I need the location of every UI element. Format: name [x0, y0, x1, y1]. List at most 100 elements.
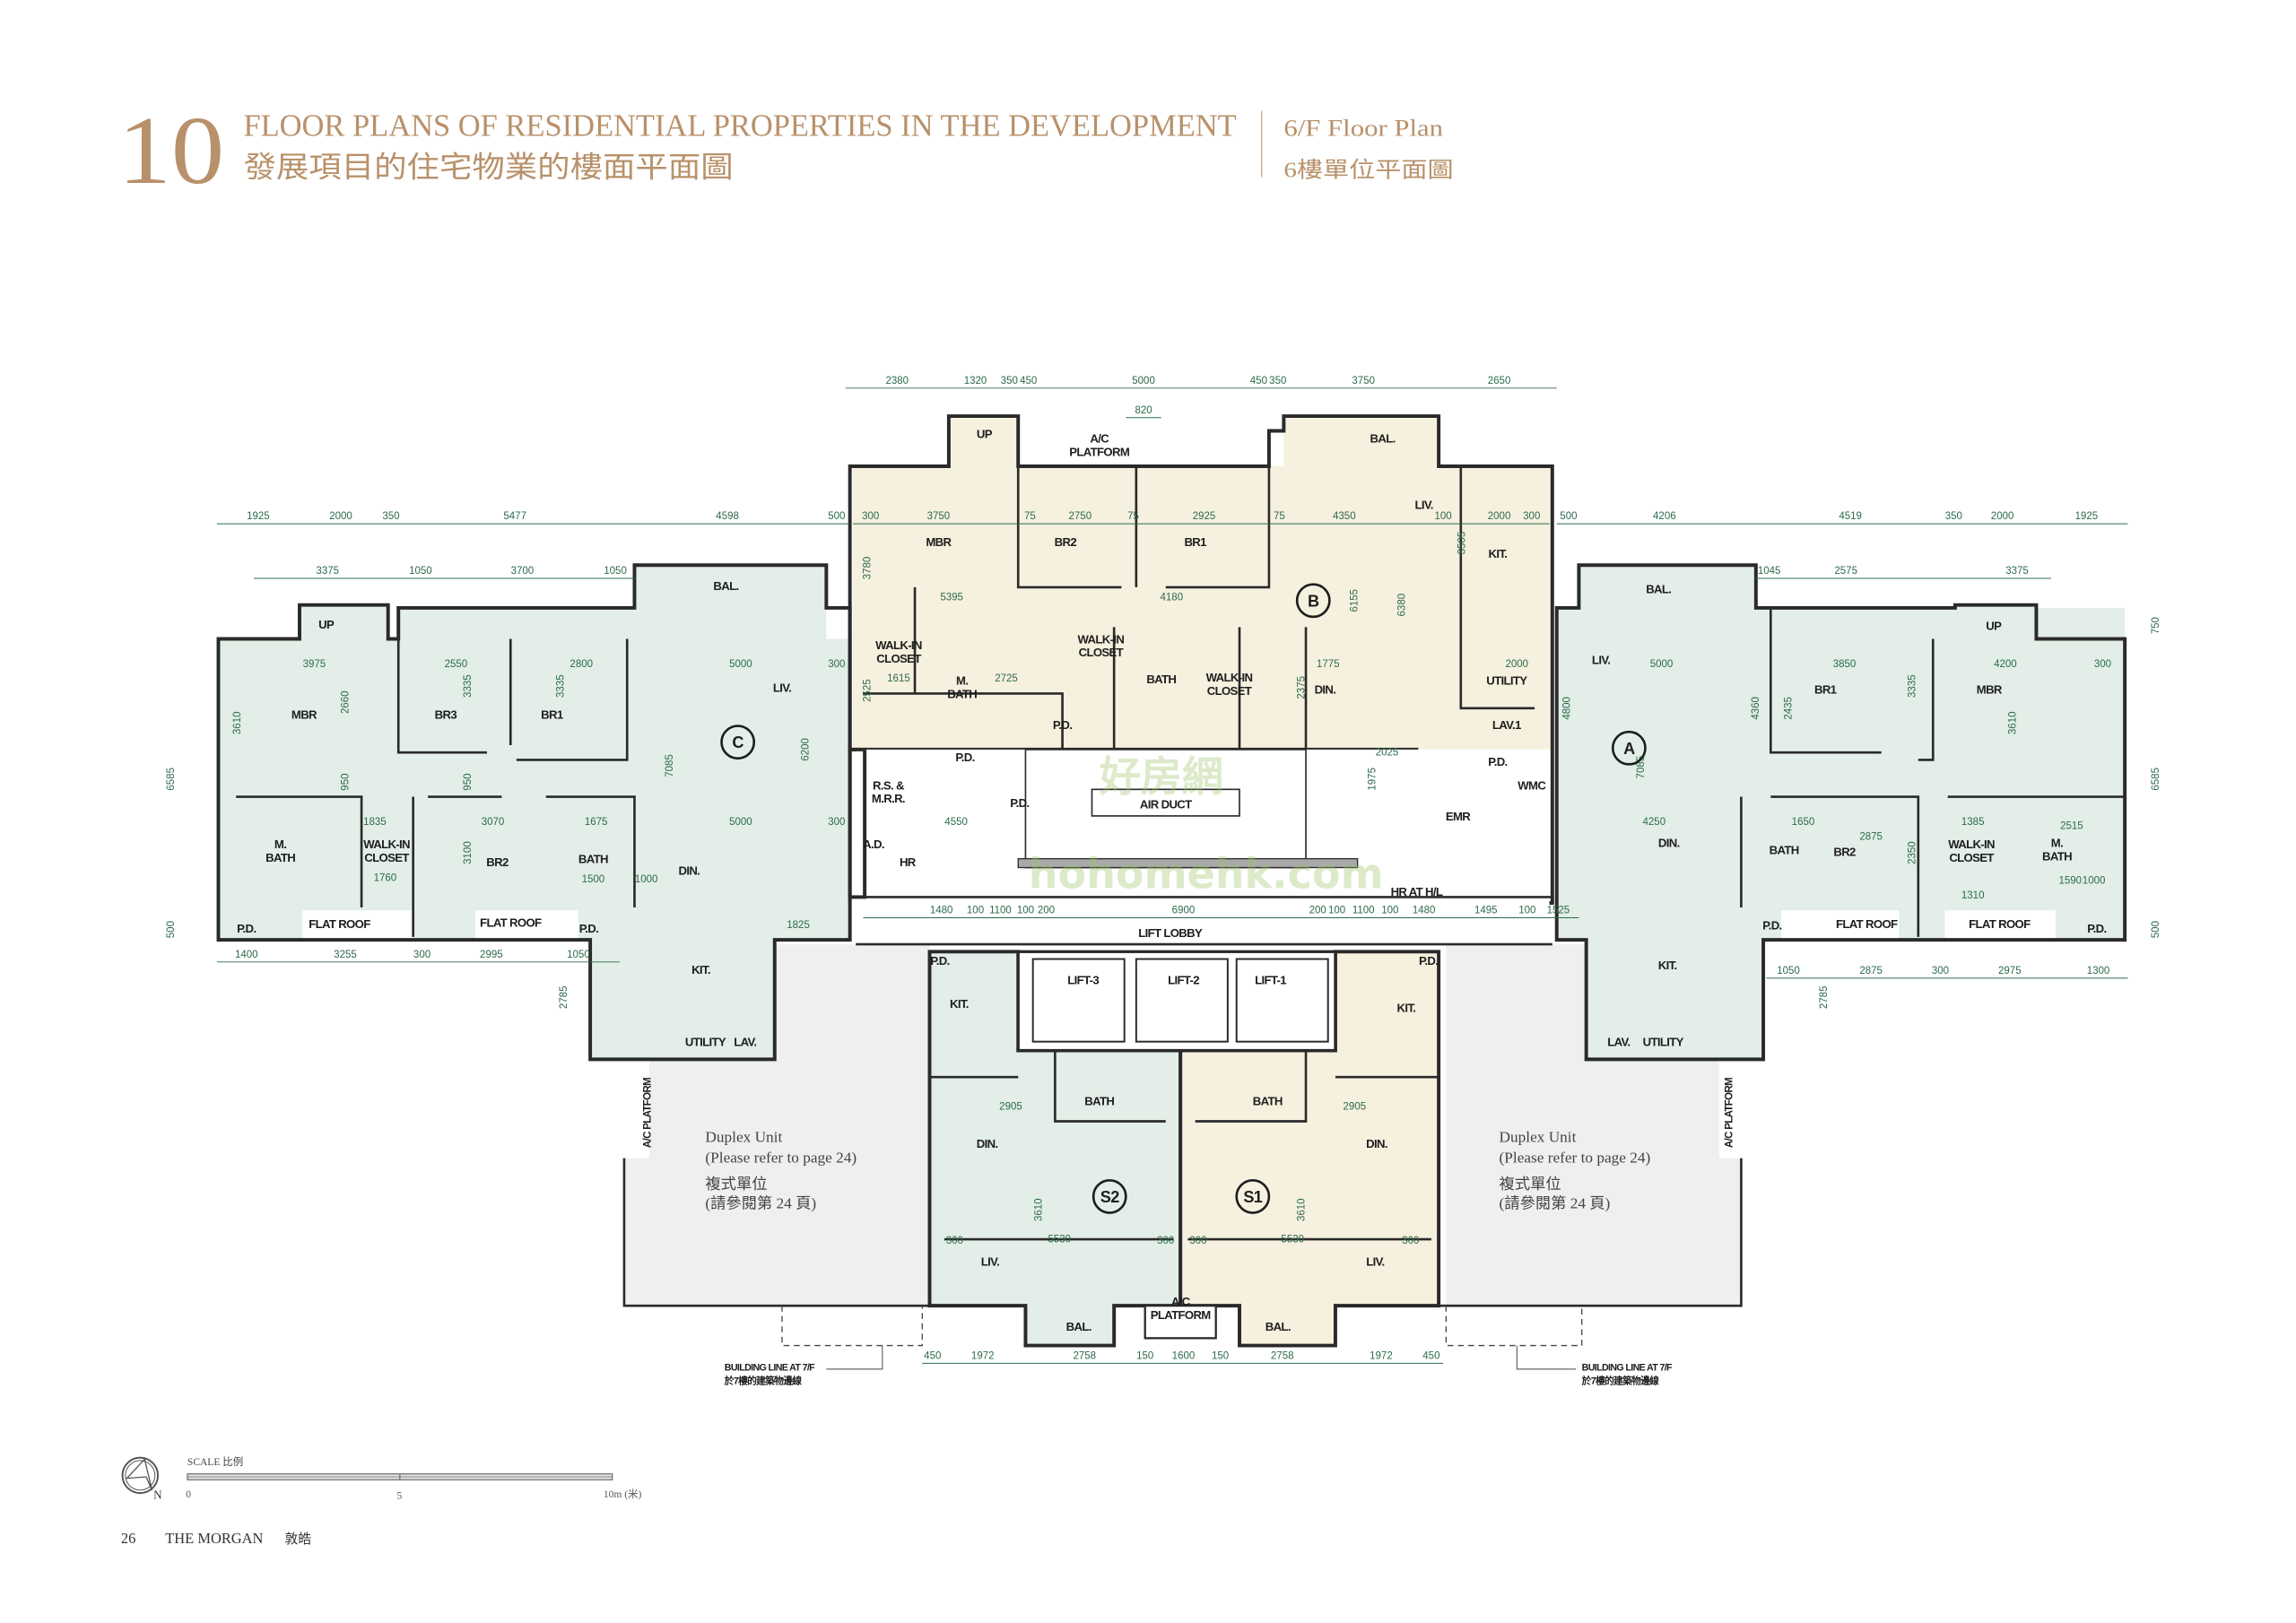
dimension-label: 2350 [1908, 841, 1918, 864]
dimension-label: 75 [1024, 511, 1036, 522]
dimension-label: 2758 [1073, 1350, 1096, 1361]
dimension-label: 300 [1189, 1236, 1206, 1246]
dimension-label: 2525 [863, 679, 874, 702]
dimension-label: 450 [1422, 1350, 1439, 1361]
brand-en: THE MORGAN [165, 1530, 263, 1547]
dimension-label: 100 [1328, 906, 1345, 916]
header: 10 FLOOR PLANS OF RESIDENTIAL PROPERTIES… [118, 97, 1454, 204]
dimension-label: 5530 [1281, 1234, 1304, 1245]
dimension-label: 1000 [635, 874, 658, 885]
duplex-unit-right-area[interactable] [1446, 944, 1742, 1306]
dimension-label: 5395 [940, 593, 963, 603]
dimension-label: 3335 [555, 674, 566, 698]
dimension-label: 1480 [1413, 906, 1436, 916]
unit-tag-label: B [1308, 592, 1319, 610]
dimension-label: 450 [924, 1350, 941, 1361]
room-label: UP [1986, 620, 2002, 633]
dimension-label: 450 [1020, 376, 1037, 386]
dimension-label: 6200 [801, 738, 812, 761]
dimension-label: 2750 [1069, 511, 1092, 522]
dimension-label: 2875 [1859, 966, 1883, 976]
dimension-label: 5477 [503, 511, 526, 522]
building-line-right-zh: 於7樓的建築物邊線 [1581, 1375, 1659, 1386]
unit-a[interactable] [1554, 563, 2127, 1062]
room-label: BR1 [1184, 535, 1206, 549]
dimension-label: 350 [382, 511, 399, 522]
dimension-label: 2000 [1506, 659, 1529, 670]
room-label: MBR [926, 535, 952, 549]
dimension-label: 2380 [886, 376, 909, 386]
room-label: LIV. [1592, 653, 1610, 666]
dimension-label: 1050 [409, 566, 432, 577]
dimension-label: 3610 [2007, 711, 2018, 734]
dimension-label: 450 [1250, 376, 1267, 386]
room-label: FLAT ROOF [309, 917, 370, 931]
unit-c[interactable] [216, 563, 852, 1062]
dimension-label: 1615 [887, 673, 910, 684]
room-label: P.D. [1053, 718, 1072, 732]
unit-b[interactable] [848, 414, 1554, 905]
duplex-unit-left-area[interactable] [623, 944, 930, 1306]
room-label: P.D. [579, 922, 598, 935]
dimension-label: 350 [1001, 376, 1018, 386]
dimension-label: 3505 [1457, 532, 1468, 555]
floor-plan: 2380132035045050004503503750265082019252… [166, 376, 2161, 1386]
building-line-right-en: BUILDING LINE AT 7/F [1582, 1363, 1673, 1374]
room-label: UTILITY [685, 1036, 726, 1049]
floor-title-en: 6/F Floor Plan [1283, 115, 1443, 141]
room-label: UP [977, 428, 993, 441]
unit-tag-s1[interactable]: S1 [1235, 1178, 1271, 1214]
brand-zh: 敦皓 [285, 1532, 312, 1547]
room-label: BATH [1253, 1094, 1283, 1107]
scale-bar [187, 1473, 613, 1480]
dimension-label: 300 [413, 950, 430, 960]
unit-tag-s2[interactable]: S2 [1091, 1178, 1127, 1214]
dimension-label: 750 [2151, 617, 2161, 634]
dimension-label: 3975 [303, 659, 326, 670]
unit-tag-a[interactable]: A [1611, 730, 1647, 766]
dimension-label: 1320 [964, 376, 987, 386]
dimension-label: 300 [1402, 1236, 1419, 1246]
room-label: M.BATH [265, 838, 295, 864]
dimension-label: 2995 [480, 950, 503, 960]
north-compass-icon: N [121, 1456, 162, 1502]
unit-tag-b[interactable]: B [1295, 583, 1331, 619]
dimension-label: 4519 [1839, 511, 1862, 522]
dimension-label: 100 [1017, 906, 1034, 916]
unit-tag-c[interactable]: C [720, 725, 756, 760]
dimension-label: 2375 [1296, 676, 1307, 699]
room-label: KIT. [1397, 1002, 1416, 1015]
dimension-label: 3335 [1908, 674, 1918, 698]
dimension-label: 2575 [1834, 566, 1857, 577]
dimension-label: 3610 [1296, 1198, 1307, 1221]
duplex-left-line-2: (Please refer to page 24) [705, 1150, 857, 1167]
core-lift-lobby[interactable] [848, 747, 1552, 946]
unit-tag-label: S1 [1243, 1188, 1262, 1206]
title-zh: 發展項目的住宅物業的樓面平面圖 [243, 152, 733, 185]
dimension-label: 300 [946, 1236, 963, 1246]
dimension-label: 1000 [2083, 876, 2106, 887]
dimension-label: 3100 [463, 841, 474, 864]
room-label: WMC [1518, 778, 1546, 792]
room-label: BR2 [1833, 845, 1856, 858]
room-label: P.D. [930, 954, 949, 968]
dimension-label: 1300 [2087, 966, 2110, 976]
dimension-label: 4550 [944, 817, 968, 828]
dimension-label: 100 [1381, 906, 1398, 916]
room-label: A.D. [863, 838, 884, 851]
scale-tick-0: 0 [186, 1489, 191, 1500]
dimension-label: 4350 [1333, 511, 1356, 522]
dimension-label: 3850 [1833, 659, 1857, 670]
dimension-label: 300 [828, 659, 845, 670]
room-label: LAV. [734, 1036, 756, 1049]
room-label: P.D. [1010, 796, 1029, 810]
dimension-label: 1975 [1367, 768, 1378, 791]
watermark-url: hohomehk.com [1029, 850, 1384, 898]
room-label: HR AT H/L [1391, 885, 1443, 898]
building-line-left-en: BUILDING LINE AT 7/F [725, 1363, 815, 1374]
dimension-label: 1650 [1792, 817, 1815, 828]
room-label: BAL. [1066, 1320, 1091, 1333]
dimension-label: 1525 [1547, 906, 1570, 916]
